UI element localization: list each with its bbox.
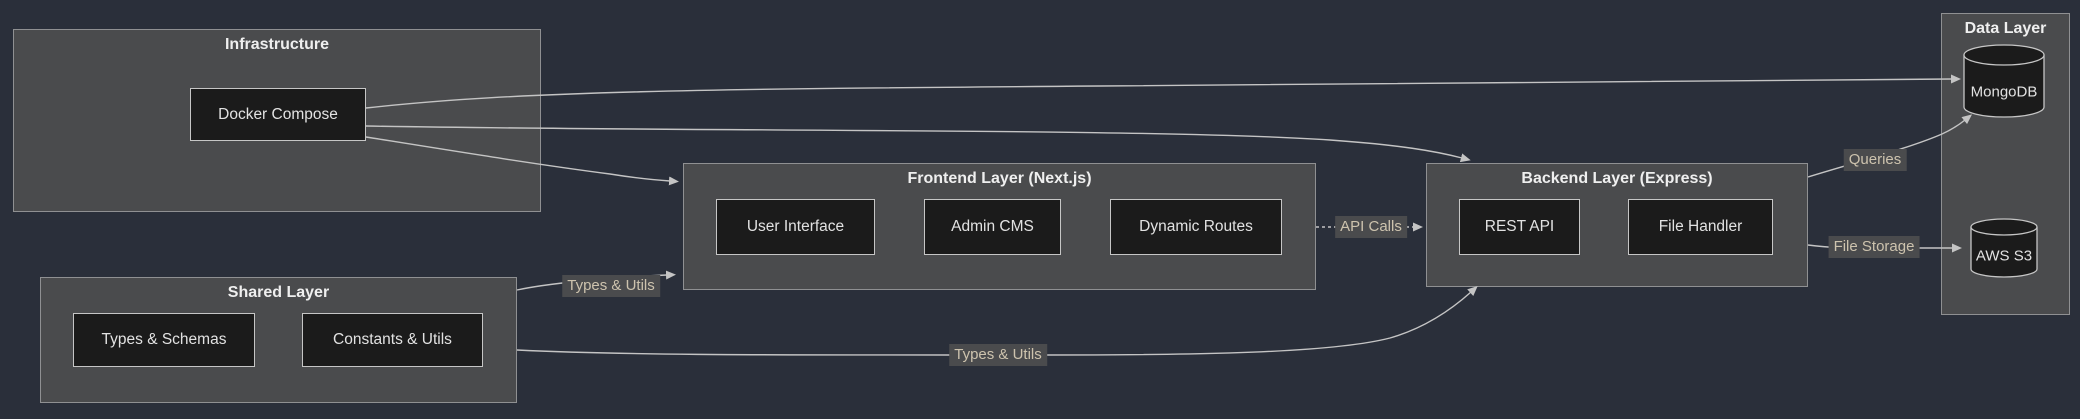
node-dynamic-routes: Dynamic Routes — [1110, 199, 1282, 255]
node-mongodb-label: MongoDB — [1970, 83, 2038, 101]
edge-label-file-storage: File Storage — [1828, 236, 1920, 258]
node-dynamic-routes-label: Dynamic Routes — [1139, 218, 1253, 235]
node-aws-s3-label: AWS S3 — [1975, 247, 2033, 265]
node-types-schemas: Types & Schemas — [73, 313, 255, 367]
node-docker-compose-label: Docker Compose — [218, 105, 338, 123]
node-types-schemas-label: Types & Schemas — [101, 331, 227, 348]
layer-frontend-title: Frontend Layer (Next.js) — [907, 170, 1092, 187]
node-user-interface-label: User Interface — [746, 218, 845, 235]
node-constants-utils-label: Constants & Utils — [333, 331, 452, 348]
node-file-handler: File Handler — [1628, 199, 1773, 255]
edge-label-types-utils-backend: Types & Utils — [949, 344, 1047, 366]
node-constants-utils: Constants & Utils — [302, 313, 483, 367]
edge-label-types-utils-frontend: Types & Utils — [562, 275, 660, 297]
edge-label-queries: Queries — [1843, 149, 1907, 171]
node-rest-api: REST API — [1459, 199, 1580, 255]
edge-label-api-calls: API Calls — [1335, 216, 1407, 238]
layer-data: Data Layer — [1941, 13, 2070, 315]
node-docker-compose: Docker Compose — [190, 88, 366, 141]
layer-infrastructure-title: Infrastructure — [224, 36, 330, 53]
node-rest-api-label: REST API — [1484, 218, 1555, 235]
layer-data-title: Data Layer — [1964, 20, 2047, 37]
node-file-handler-label: File Handler — [1658, 218, 1743, 235]
node-admin-cms-label: Admin CMS — [951, 218, 1034, 235]
node-user-interface: User Interface — [716, 199, 875, 255]
layer-shared-title: Shared Layer — [227, 284, 330, 301]
edge-docker-to-mongodb — [365, 74, 1961, 109]
node-admin-cms: Admin CMS — [924, 199, 1061, 255]
layer-backend-title: Backend Layer (Express) — [1521, 170, 1713, 187]
